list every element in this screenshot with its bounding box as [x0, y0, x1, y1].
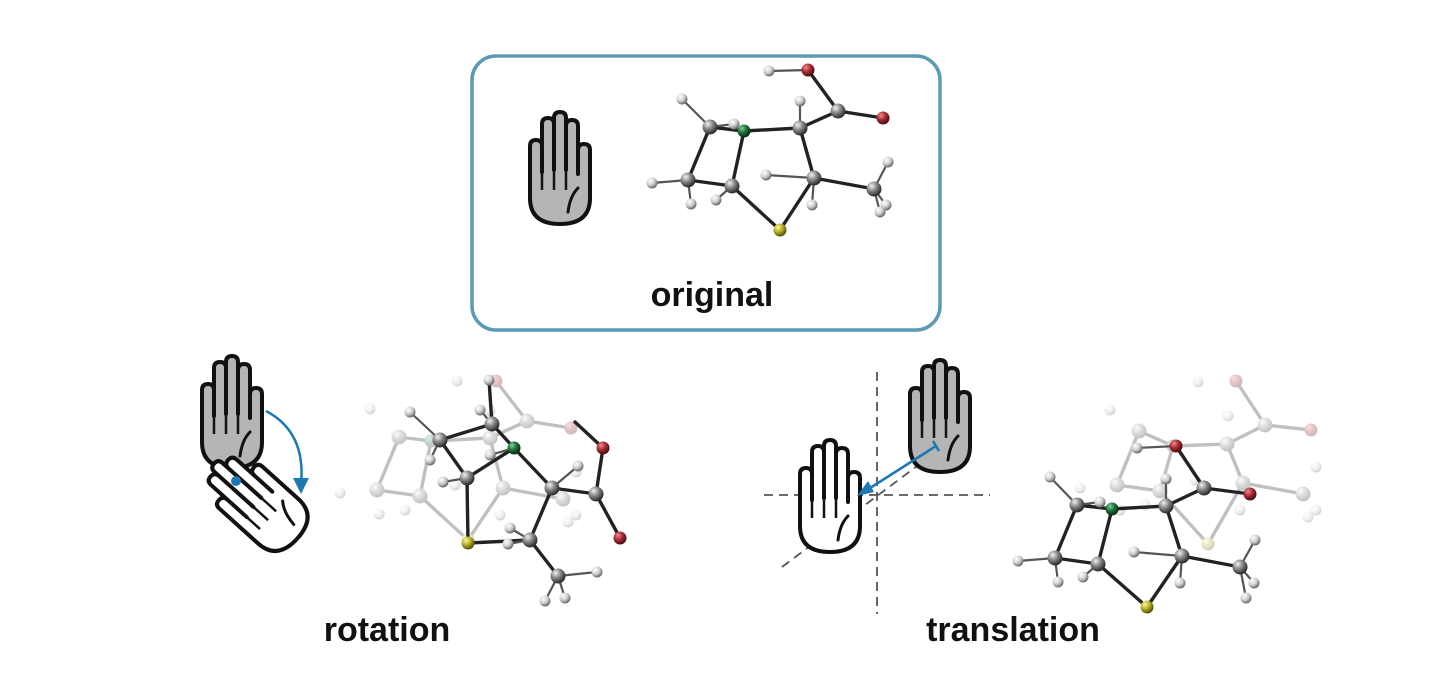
nitrogen-atom: [1105, 502, 1119, 516]
oxygen-atom: [876, 111, 890, 125]
arrow-icon: [857, 440, 941, 496]
sulfur-atom: [461, 536, 475, 550]
sulfur-atom: [773, 223, 787, 237]
translation-panel: translation: [764, 358, 1322, 649]
oxygen-atom: [1169, 439, 1183, 453]
oxygen-atom: [596, 441, 610, 455]
raised-hand-icon: [908, 358, 972, 474]
original-label: original: [651, 276, 774, 314]
molecule-rotation-ghost: [334, 374, 582, 547]
bond-set: [686, 68, 885, 232]
raised-hand-outline-icon: [798, 438, 862, 554]
raised-hand-icon: [200, 354, 264, 470]
pivot-point: [231, 476, 241, 486]
translation-label: translation: [926, 611, 1100, 649]
sulfur-atom: [1140, 600, 1154, 614]
molecule-original: [646, 63, 894, 237]
curved-arrow-icon: [265, 409, 309, 494]
molecule-translated: [1012, 439, 1261, 614]
original-frame: [470, 54, 942, 332]
nitrogen-atom: [507, 441, 521, 455]
rotation-panel: rotation: [192, 354, 627, 649]
molecule-rotated: [404, 374, 627, 607]
nitrogen-atom: [737, 124, 751, 138]
heavy-atom-set: [680, 63, 890, 237]
oxygen-atom: [1243, 487, 1257, 501]
raised-hand-icon: [528, 110, 592, 226]
h-bond-set: [650, 68, 890, 214]
molecule-translation-ghost: [1074, 374, 1322, 551]
original-panel: original: [470, 54, 942, 332]
oxygen-atom: [613, 531, 627, 545]
h-atom-set: [646, 65, 894, 218]
oxygen-atom: [801, 63, 815, 77]
rotation-label: rotation: [324, 611, 451, 649]
